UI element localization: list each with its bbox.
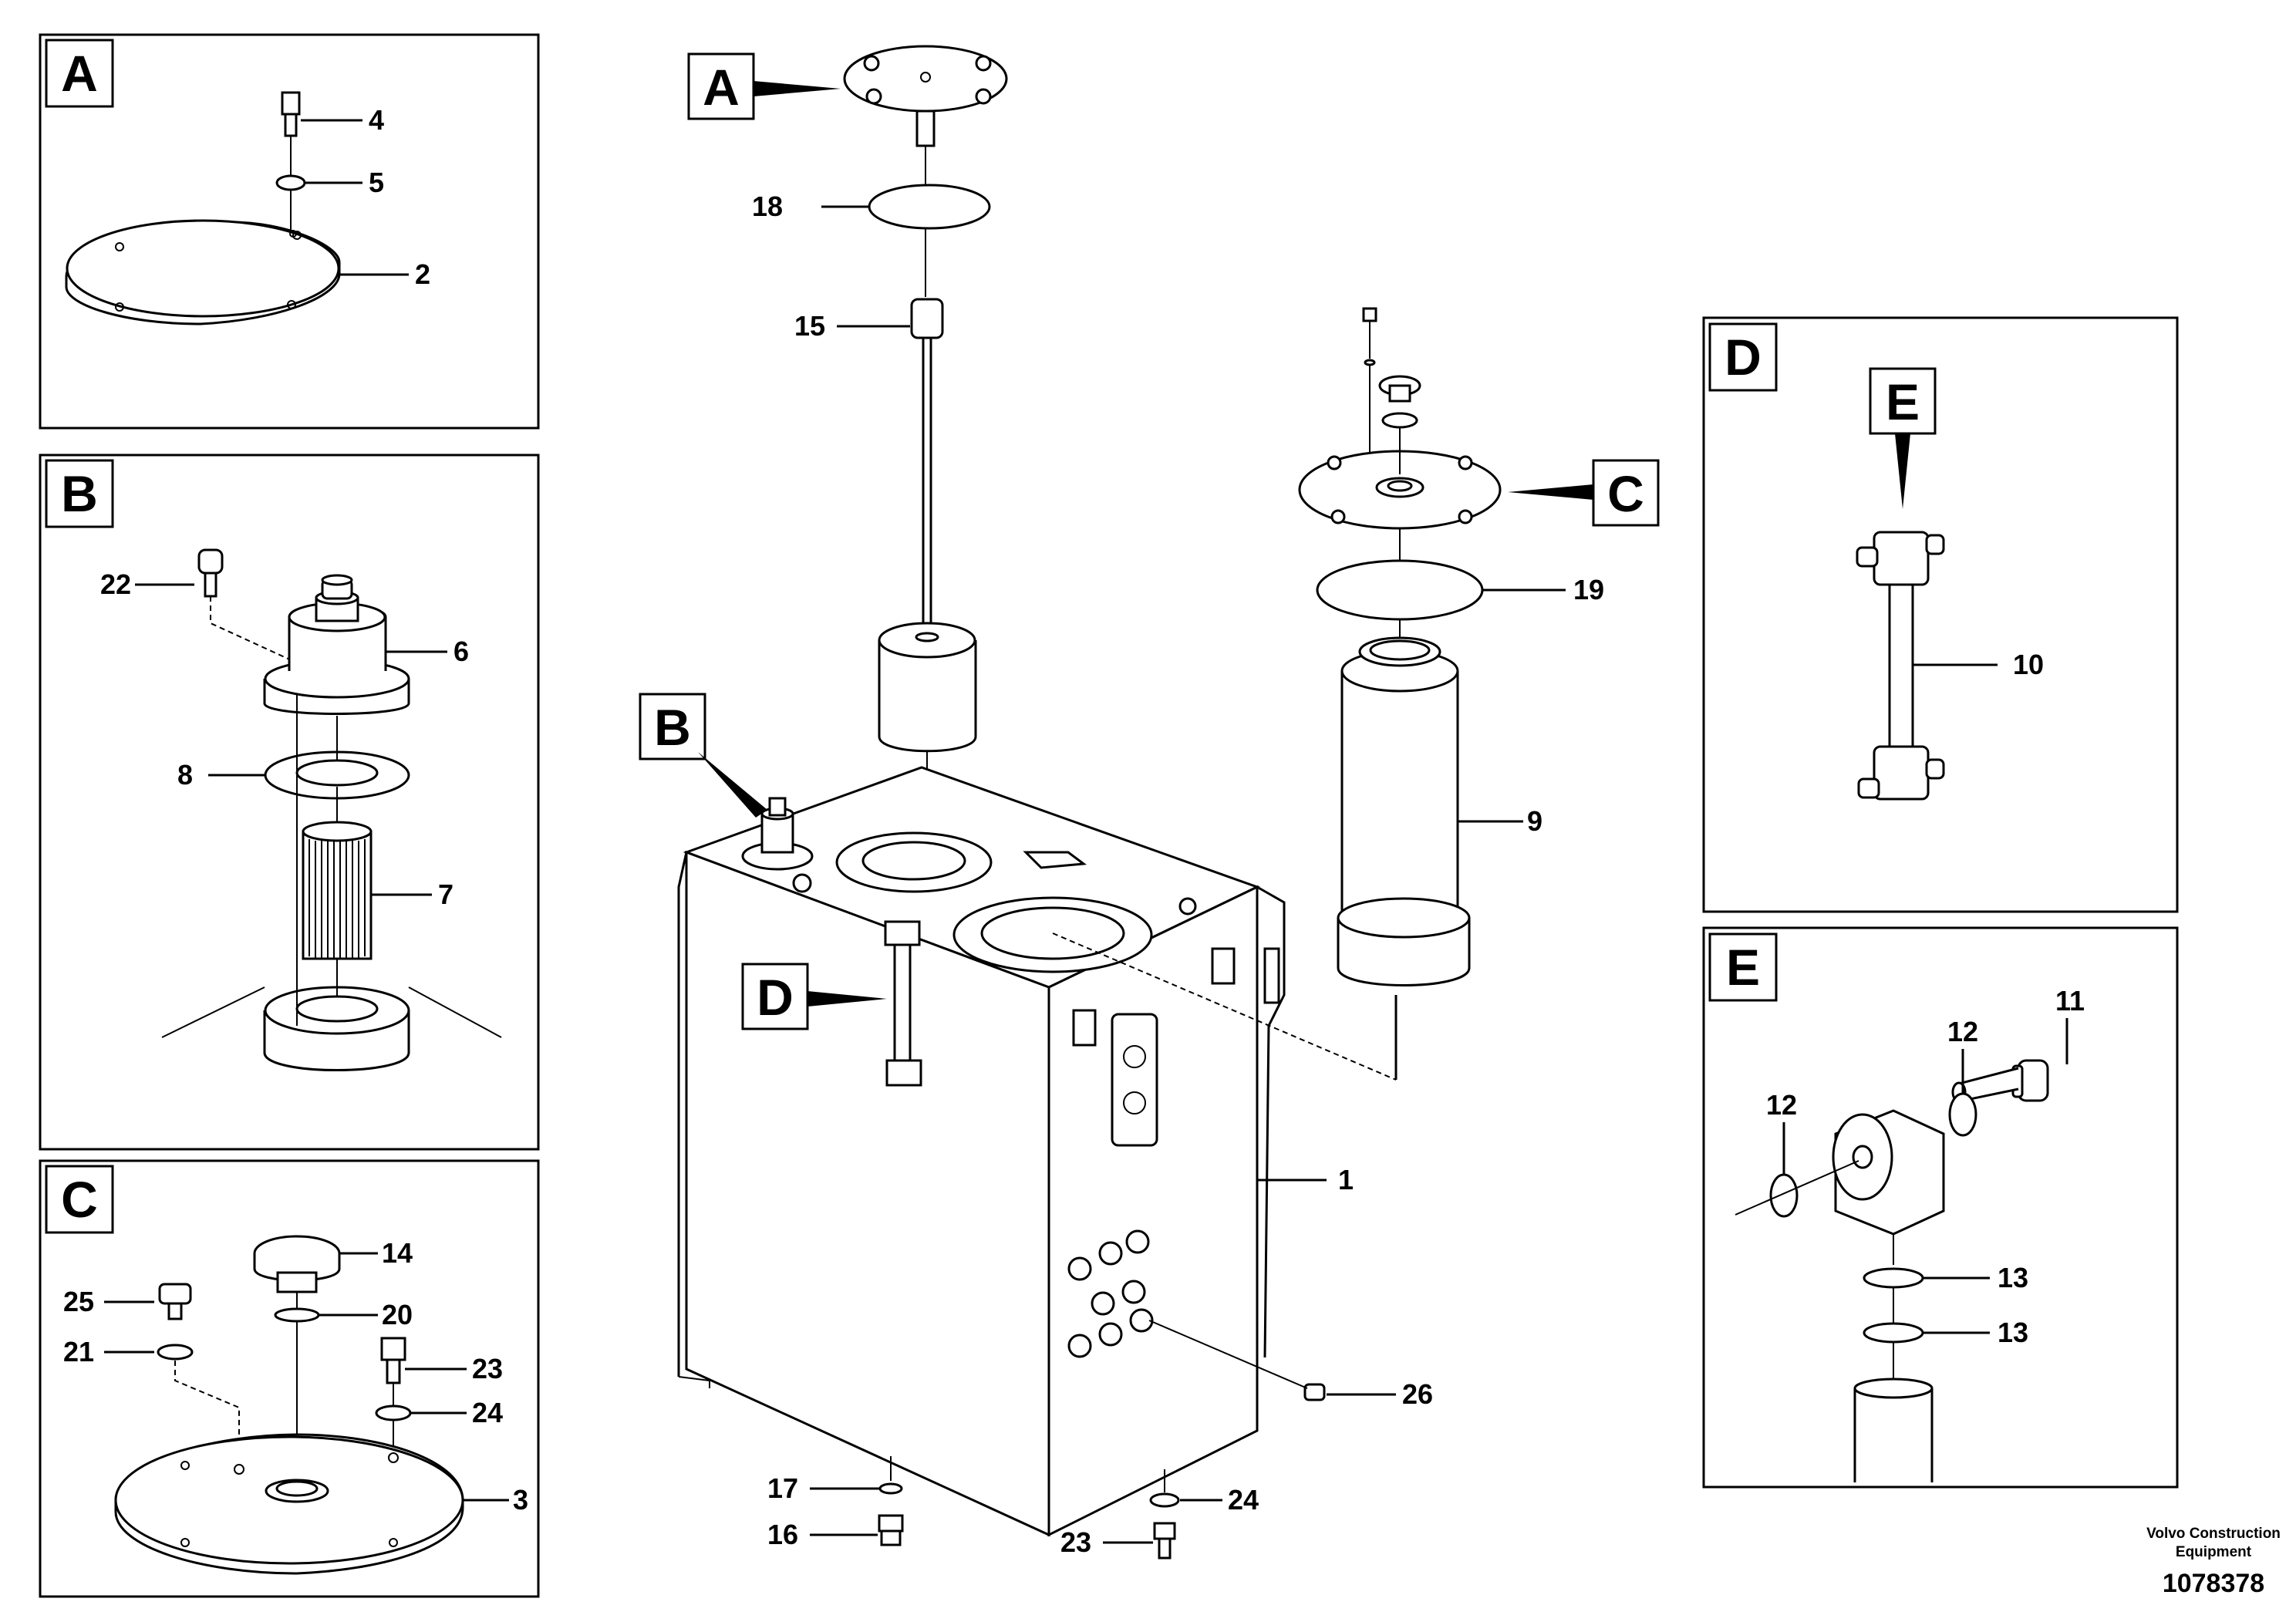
bolt-c2	[380, 1337, 406, 1384]
breather-port-b	[741, 797, 814, 893]
bolt-c	[158, 1283, 192, 1320]
callout-4: 4	[369, 104, 384, 136]
screw-b	[197, 548, 224, 598]
callout-17: 17	[767, 1472, 798, 1504]
detail-box-a: A 4 5 2	[39, 33, 540, 430]
washer-12-right	[1948, 1092, 1977, 1137]
main-tag-b: B	[654, 699, 691, 756]
tank-ports	[1067, 1229, 1154, 1358]
return-filter-top	[1298, 307, 1502, 530]
detail-box-b: B 22 6 8	[39, 454, 540, 1151]
callout-8: 8	[177, 759, 193, 791]
drain-plug-16	[878, 1514, 904, 1546]
breather-cap	[253, 1235, 341, 1293]
callout-20: 20	[382, 1299, 413, 1330]
gauge-tube-end	[1853, 1378, 1934, 1482]
detail-box-e-letter: E	[1726, 939, 1760, 996]
washer-13-top	[1863, 1267, 1924, 1289]
callout-18: 18	[752, 191, 783, 222]
bolt-a	[281, 91, 301, 137]
callout-23-main: 23	[1060, 1526, 1091, 1558]
detail-box-e: E 11 12 12 13 13	[1702, 926, 2179, 1489]
filter-base-b	[161, 986, 502, 1071]
callout-14: 14	[382, 1237, 413, 1269]
callout-1: 1	[1338, 1164, 1354, 1195]
footer: Volvo Construction Equipment 1078378	[2146, 1526, 2281, 1598]
callout-23-c: 23	[472, 1353, 503, 1384]
cover-plate-c	[114, 1433, 464, 1575]
callout-16: 16	[767, 1519, 798, 1550]
main-tag-a: A	[703, 59, 740, 116]
maker-line-2: Equipment	[2176, 1544, 2252, 1560]
washer-24-main	[1149, 1492, 1180, 1508]
o-ring-19	[1316, 559, 1484, 621]
plug-26	[1303, 1383, 1326, 1401]
detail-box-a-letter: A	[61, 45, 98, 102]
main-tag-d: D	[757, 969, 794, 1026]
callout-19: 19	[1573, 574, 1604, 605]
o-ring-18	[868, 184, 991, 230]
callout-22: 22	[100, 568, 131, 600]
detail-box-b-letter: B	[61, 465, 98, 522]
washer-13-bottom	[1863, 1322, 1924, 1344]
level-gauge-main	[884, 920, 922, 1087]
bolt-23-main	[1153, 1522, 1176, 1560]
callout-10: 10	[2013, 649, 2044, 680]
sight-gauge	[1856, 531, 1945, 801]
callout-6: 6	[453, 636, 469, 667]
return-filter-9	[1337, 636, 1471, 986]
washer-c2	[375, 1404, 412, 1421]
sleeve-15	[910, 298, 944, 339]
detail-box-c-letter: C	[61, 1171, 98, 1228]
callout-21: 21	[63, 1336, 94, 1367]
washer-a	[275, 174, 306, 191]
callout-9: 9	[1527, 805, 1542, 837]
callout-24-c: 24	[472, 1397, 503, 1428]
callout-7: 7	[438, 878, 453, 910]
top-cover-plate	[843, 45, 1008, 147]
filter-canister	[878, 622, 977, 753]
callout-3: 3	[513, 1484, 528, 1516]
detail-box-d-letter: D	[1725, 329, 1762, 386]
callout-24-main: 24	[1228, 1484, 1259, 1516]
callout-2: 2	[415, 258, 430, 290]
hydraulic-tank	[677, 766, 1397, 1537]
detail-box-c: C 14 20 25 21 23 24	[39, 1159, 540, 1598]
callout-12-left: 12	[1766, 1089, 1797, 1121]
filter-element	[302, 821, 373, 960]
callout-11: 11	[2055, 985, 2085, 1017]
washer-c	[157, 1344, 194, 1361]
callout-15: 15	[794, 310, 825, 342]
o-ring-c	[274, 1307, 320, 1323]
cover-plate-a	[65, 219, 341, 325]
main-tag-c: C	[1607, 465, 1644, 522]
callout-12-right: 12	[1947, 1016, 1978, 1047]
callout-13-top: 13	[1998, 1262, 2028, 1293]
detail-box-d: D E 10	[1702, 316, 2179, 913]
maker-line-1: Volvo Construction	[2146, 1526, 2281, 1542]
callout-5: 5	[369, 167, 384, 198]
detail-tag-e: E	[1886, 373, 1920, 430]
filter-cap	[263, 574, 410, 715]
banjo-fitting	[1832, 1109, 1945, 1265]
washer-12-left	[1769, 1173, 1799, 1218]
drawing-number: 1078378	[2163, 1569, 2264, 1598]
main-exploded-view: A 18 15	[639, 45, 1660, 1560]
callout-25: 25	[63, 1286, 94, 1317]
callout-13-bottom: 13	[1998, 1317, 2028, 1348]
callout-26: 26	[1402, 1378, 1433, 1410]
washer-17	[878, 1482, 903, 1495]
